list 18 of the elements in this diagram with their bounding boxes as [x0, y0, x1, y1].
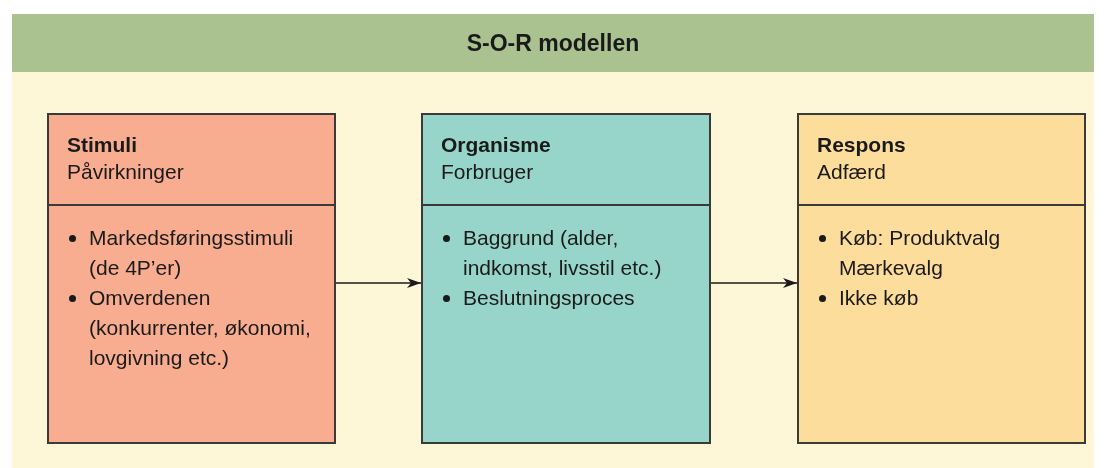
stage-box: [421, 113, 711, 444]
bullet-text: Markedsføringsstimuli (de 4P’er): [89, 225, 295, 281]
stage-heading: Respons: [817, 133, 906, 157]
bullet-text: Ikke køb: [839, 285, 920, 311]
stage-box: [47, 113, 336, 444]
bullet-text: Baggrund (alder, indkomst, livsstil etc.): [463, 225, 663, 281]
stage-box: [797, 113, 1086, 444]
arrow: [335, 278, 422, 288]
stage-subheading: Adfærd: [817, 160, 886, 184]
stage-heading: Organisme: [441, 133, 551, 157]
bullet-text: Køb: Produktvalg Mærkevalg: [839, 225, 1002, 281]
stage-subheading: Påvirkninger: [67, 160, 184, 184]
stage-subheading: Forbruger: [441, 160, 534, 184]
bullet-text: Omverdenen (konkurrenter, økonomi, lovgivning etc.): [89, 285, 312, 371]
diagram-title: S-O-R modellen: [465, 29, 641, 58]
bullet-text: Beslutningsproces: [463, 285, 636, 311]
stage-heading: Stimuli: [67, 133, 137, 157]
arrow: [710, 278, 798, 288]
